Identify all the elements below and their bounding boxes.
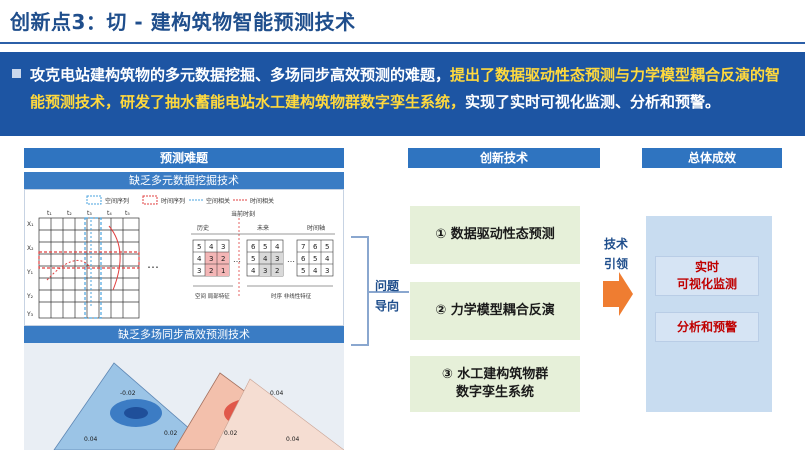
row-label-x2: X₂	[27, 245, 34, 252]
svg-text:3: 3	[325, 267, 329, 275]
contour-value-3: -0.02	[120, 390, 136, 397]
svg-text:4: 4	[251, 267, 256, 275]
contour-value-4: 0.04	[286, 436, 300, 443]
svg-text:4: 4	[197, 255, 202, 263]
contour-field-svg: 0.04 0.02 -0.02 0.04 0.02 0.04	[24, 343, 344, 450]
svg-text:6: 6	[313, 243, 318, 251]
col-label-t4: t₄	[107, 210, 112, 217]
innovation-item-2: ② 力学模型耦合反演	[410, 282, 580, 340]
legend-space-corr: 空间相关	[206, 197, 230, 205]
contour-field-image: 0.04 0.02 -0.02 0.04 0.02 0.04	[24, 343, 344, 450]
tech-lead-label: 技术 引领	[603, 237, 628, 271]
svg-text:2: 2	[275, 267, 279, 275]
problem-bracket	[351, 236, 369, 346]
outcome-header: 总体成效	[642, 148, 782, 168]
history-label: 历史	[197, 224, 209, 232]
ellipsis-1: …	[147, 257, 159, 271]
svg-text:6: 6	[251, 243, 256, 251]
legend-space-seq-swatch	[86, 195, 102, 205]
contour-value-5: 0.02	[224, 430, 238, 437]
data-mining-diagram: 空间序列 时间序列 空间相关 时间相关	[24, 189, 344, 326]
row-label-y2: Y₂	[26, 293, 34, 300]
banner-text-1: 攻克电站建构筑物的多元数据挖掘、多场同步高效预测的难题，	[30, 66, 451, 84]
svg-text:3: 3	[263, 267, 267, 275]
banner-text-3: 实现了实时可视化监测、分析和预警。	[465, 93, 721, 111]
outcome-analysis-warning: 分析和预警	[655, 312, 759, 342]
intro-banner: 攻克电站建构筑物的多元数据挖掘、多场同步高效预测的难题，提出了数据驱动性态预测与…	[0, 52, 805, 136]
svg-text:3: 3	[197, 267, 201, 275]
problem-connector-line	[369, 291, 409, 293]
innovation-header: 创新技术	[408, 148, 600, 168]
time-corr-arrow	[46, 259, 90, 281]
svg-text:2: 2	[221, 255, 225, 263]
time-axis-label: 时间轴	[307, 224, 325, 232]
time-seq-highlight	[38, 251, 140, 269]
legend-space-seq: 空间序列	[105, 197, 129, 205]
square-bullet-icon	[12, 69, 21, 78]
svg-text:5: 5	[197, 243, 201, 251]
svg-text:3: 3	[275, 255, 279, 263]
row-label-y1: Y₁	[26, 269, 34, 276]
problem-2-label: 缺乏多场同步高效预测技术	[24, 326, 344, 343]
col-label-t2: t₂	[67, 210, 72, 217]
time-feature-label: 时序 非线性特征	[271, 292, 312, 300]
contour-value-2: 0.02	[164, 430, 178, 437]
svg-text:3: 3	[209, 255, 213, 263]
svg-text:4: 4	[275, 243, 280, 251]
svg-text:5: 5	[313, 255, 317, 263]
problem-oriented-label: 问题 导向	[374, 279, 399, 313]
svg-text:5: 5	[325, 243, 329, 251]
svg-text:6: 6	[301, 255, 306, 263]
row-label-x1: X₁	[27, 221, 34, 228]
problem-1-label: 缺乏多元数据挖掘技术	[24, 172, 344, 189]
contour-value-6: 0.04	[270, 390, 284, 397]
space-seq-highlight	[84, 217, 102, 319]
ellipsis-3: …	[287, 255, 295, 264]
problems-header: 预测难题	[24, 148, 344, 168]
svg-text:2: 2	[209, 267, 213, 275]
contour-value-1: 0.04	[84, 436, 98, 443]
legend-time-seq: 时间序列	[161, 197, 185, 205]
future-label: 未来	[257, 224, 269, 232]
legend-time-seq-swatch	[142, 195, 158, 205]
col-label-t5: t₅	[125, 210, 130, 217]
svg-text:4: 4	[313, 267, 318, 275]
title-underline	[0, 42, 805, 44]
col-label-t1: t₁	[47, 210, 52, 217]
outcome-monitoring: 实时 可视化监测	[655, 256, 759, 296]
current-time-label: 当前时刻	[231, 210, 255, 218]
space-feature-label: 空间 局部特征	[195, 292, 230, 300]
ellipsis-2: …	[233, 255, 241, 264]
col-label-t3: t₃	[87, 210, 92, 217]
innovation-item-1: ① 数据驱动性态预测	[410, 206, 580, 264]
svg-text:4: 4	[325, 255, 330, 263]
svg-text:5: 5	[301, 267, 305, 275]
row-label-y3: Y₃	[26, 311, 34, 318]
svg-text:7: 7	[301, 243, 305, 251]
svg-text:5: 5	[251, 255, 255, 263]
svg-text:4: 4	[263, 255, 268, 263]
svg-text:1: 1	[221, 267, 225, 275]
innovation-item-3: ③ 水工建构筑物群 数字孪生系统	[410, 356, 580, 412]
page-title: 创新点3：切 - 建构筑物智能预测技术	[10, 10, 356, 34]
svg-text:3: 3	[221, 243, 225, 251]
svg-text:4: 4	[209, 243, 214, 251]
lead-arrow-head-icon	[619, 272, 633, 316]
data-mining-diagram-svg: 空间序列 时间序列 空间相关 时间相关	[26, 195, 335, 319]
legend-time-corr: 时间相关	[250, 197, 274, 205]
lead-arrow-icon	[603, 281, 621, 307]
svg-text:5: 5	[263, 243, 267, 251]
red-curve-arrow	[108, 225, 121, 291]
banner-highlight: 提出了数据驱动性态预测与力学模型耦合反演的智能预测技术，研发了抽水蓄能电站水工建…	[30, 66, 781, 111]
